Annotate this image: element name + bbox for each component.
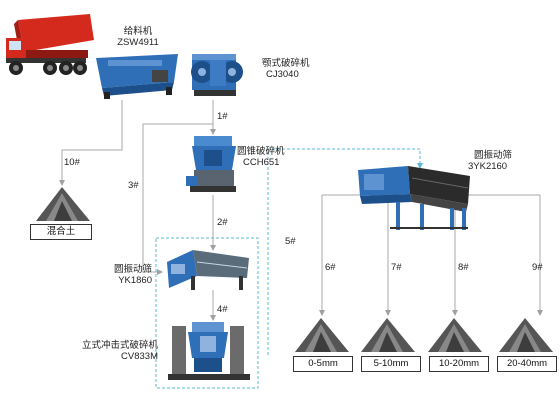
product-box-4: 20-40mm [497,356,557,372]
product-box-mixed: 混合土 [30,224,92,240]
jaw-crusher-name: 颚式破碎机 [262,58,310,69]
flow-line-3 [142,123,213,275]
flow-label-8: 8# [458,262,469,273]
flow-label-3: 3# [128,180,139,191]
small-vibrating-screen-icon [167,250,249,290]
feeder-name: 给料机 [123,26,153,37]
flow-label-7: 7# [391,262,402,273]
large-screen-name: 圆振动筛 [474,150,513,161]
product-pile-4-icon [499,318,553,352]
feeder-model: ZSW4911 [117,37,159,48]
mixed-soil-pile-icon [36,187,90,221]
large-screen-model: 3YK2160 [468,161,508,172]
large-screen-label: 圆振动筛 3YK2160 [468,150,512,172]
product-box-3: 10-20mm [429,356,489,372]
jaw-crusher-icon [191,54,243,96]
small-screen-name: 圆振动筛 [113,264,152,275]
jaw-crusher-model: CJ3040 [266,69,299,80]
section-outline [155,237,259,389]
jaw-crusher-label: 颚式破碎机 CJ3040 [262,58,310,80]
product-box-1: 0-5mm [293,356,353,372]
cone-crusher-icon [186,136,236,192]
product-box-2: 5-10mm [361,356,421,372]
product-pile-3-icon [428,318,482,352]
cone-crusher-name: 圆锥破碎机 [237,146,285,157]
cone-crusher-model: CCH651 [243,157,280,168]
flow-line-5 [267,148,423,355]
product-pile-2-icon [361,318,415,352]
product-pile-1-icon [295,318,349,352]
small-screen-label: 圆振动筛 YK1860 [88,264,152,286]
flow-label-6: 6# [325,262,336,273]
small-screen-model: YK1860 [118,275,152,286]
vsi-crusher-name: 立式冲击式破碎机 [81,340,158,351]
flow-label-1: 1# [217,111,228,122]
flow-line-10 [59,100,123,186]
flow-label-10: 10# [64,157,80,168]
vsi-crusher-label: 立式冲击式破碎机 CV833M [66,340,158,362]
vibrating-feeder-icon [96,54,178,99]
flow-label-4: 4# [217,304,228,315]
vsi-impact-crusher-icon [168,322,250,380]
flow-label-9: 9# [532,262,543,273]
dump-truck-icon [6,14,94,75]
flow-label-5: 5# [285,236,296,247]
large-vibrating-screen-icon [358,166,470,230]
cone-crusher-label: 圆锥破碎机 CCH651 [237,146,285,168]
vsi-crusher-model: CV833M [121,351,158,362]
flow-label-2: 2# [217,217,228,228]
feeder-label: 给料机 ZSW4911 [110,26,166,48]
